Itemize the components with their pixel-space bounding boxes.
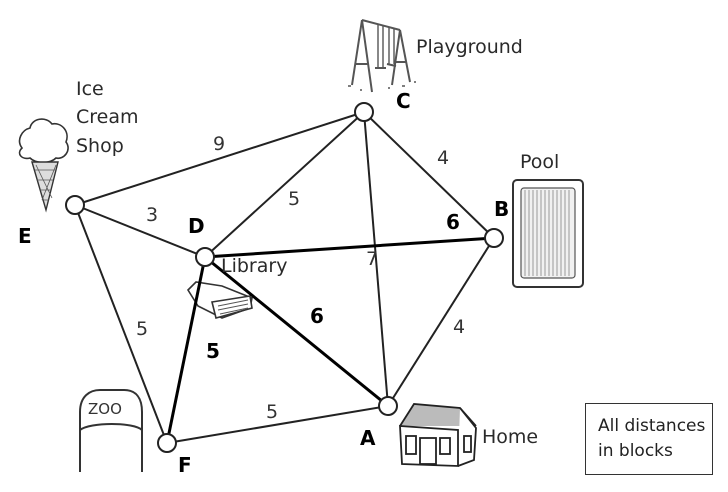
edge-d-c [204, 111, 365, 258]
node-d [195, 247, 215, 267]
edge-d-b [204, 236, 495, 259]
distance-note-line2: in blocks [598, 441, 673, 461]
edge-weight-d-a: 6 [310, 304, 324, 328]
node-label-e: E [18, 224, 32, 248]
nodes-layer [65, 102, 504, 453]
edge-weight-d-c: 5 [288, 188, 300, 210]
zoo-sign-label: ZOO [88, 400, 122, 418]
pool-icon [512, 179, 584, 288]
node-label-d: D [188, 214, 205, 238]
edge-e-f [74, 204, 168, 444]
place-label-ice-cream-2: Cream [76, 106, 139, 128]
node-a [378, 396, 398, 416]
place-label-ice-cream-1: Ice [76, 78, 104, 100]
place-label-ice-cream-3: Shop [76, 135, 124, 157]
ice-cream-icon [18, 118, 69, 213]
distance-note: All distances in blocks [585, 403, 713, 475]
edge-weight-f-a: 5 [266, 401, 278, 423]
edge-d-f [165, 256, 207, 444]
place-label-home: Home [482, 426, 538, 448]
node-label-f: F [178, 453, 192, 477]
edge-c-b [363, 111, 495, 239]
edge-weight-e-f: 5 [136, 318, 148, 340]
zoo-gate-icon [79, 389, 143, 472]
edges-layer: 9 3 5 4 7 6 4 6 5 5 5 [74, 111, 495, 444]
node-b [484, 228, 504, 248]
edge-weight-c-a: 7 [366, 248, 378, 270]
edge-c-a [363, 111, 389, 407]
distance-note-line1: All distances [598, 416, 706, 436]
node-c [354, 102, 374, 122]
edge-f-a [166, 405, 389, 444]
edge-e-d [74, 204, 206, 258]
swing-set-icon [348, 19, 416, 93]
house-icon [399, 403, 477, 467]
node-label-b: B [494, 197, 509, 221]
edge-weight-e-c: 9 [213, 133, 225, 155]
node-f [157, 433, 177, 453]
edge-weight-d-b: 6 [446, 210, 460, 234]
edge-weight-b-a: 4 [453, 316, 465, 338]
edge-b-a [387, 237, 495, 407]
edge-weight-c-b: 4 [437, 147, 449, 169]
node-e [65, 195, 85, 215]
edge-e-c [74, 111, 365, 206]
edge-weight-d-f: 5 [206, 339, 220, 363]
edge-d-a [204, 255, 389, 408]
place-label-playground: Playground [416, 36, 523, 58]
place-label-pool: Pool [520, 151, 559, 173]
place-label-library: Library [221, 255, 287, 277]
edge-weight-e-d: 3 [146, 204, 158, 226]
node-label-a: A [360, 426, 376, 450]
node-label-c: C [396, 89, 411, 113]
